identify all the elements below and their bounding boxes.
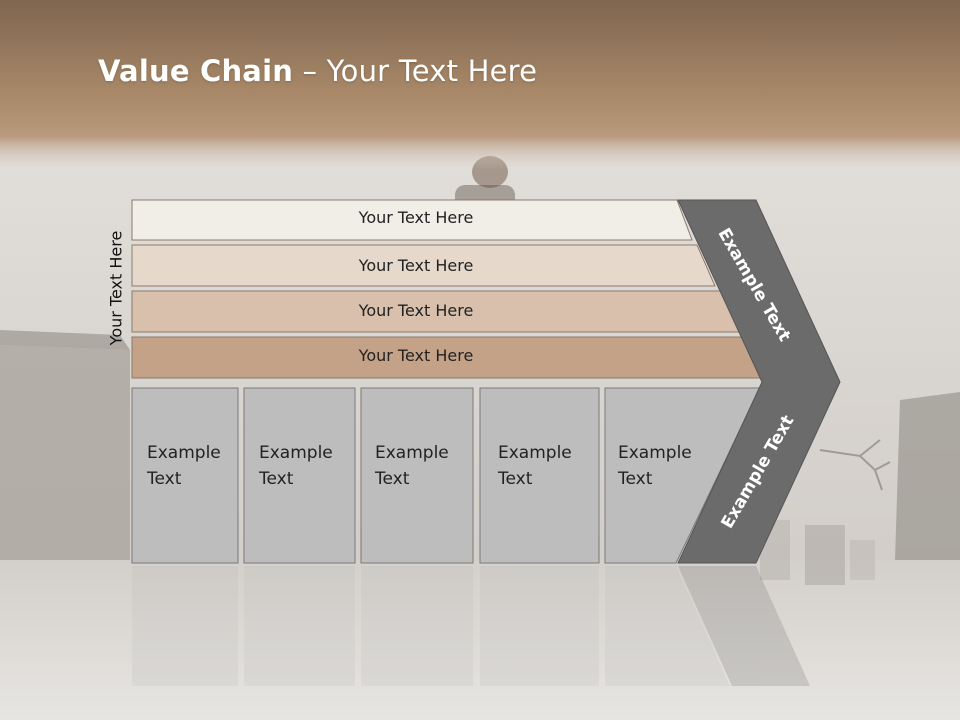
box-4 [479, 387, 600, 564]
reflection [132, 566, 810, 686]
box-3 [360, 387, 474, 564]
stripe-label-1: Your Text Here [358, 208, 474, 227]
box-5 [604, 387, 761, 564]
box-1 [131, 387, 239, 564]
page-title: Value Chain – Your Text Here [98, 54, 538, 88]
box-2 [243, 387, 356, 564]
chevron-arrow [677, 199, 841, 564]
stripe-label-4: Your Text Here [358, 346, 474, 365]
stripe-1 [131, 199, 693, 241]
stripe-2 [131, 244, 716, 287]
stripe-label-2: Your Text Here [358, 256, 474, 275]
stripe-label-3: Your Text Here [358, 301, 474, 320]
